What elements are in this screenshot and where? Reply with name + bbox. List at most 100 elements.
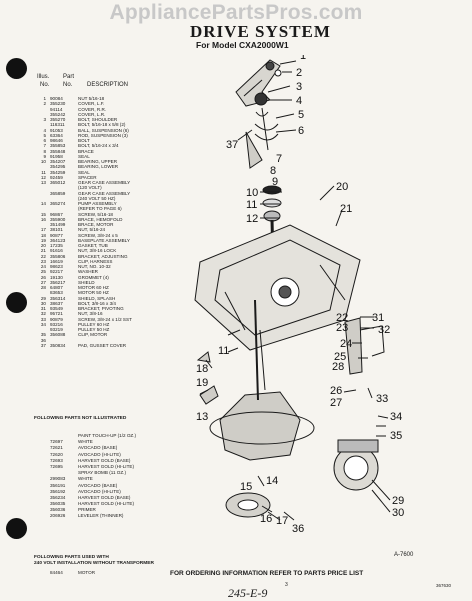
motor-description: MOTOR [78, 570, 96, 575]
callout-2: 2 [296, 67, 302, 79]
part-description: NUT 5/16-18 [78, 96, 105, 101]
illus-number: 29 [40, 295, 46, 301]
binder-hole-top [6, 58, 27, 79]
callout-20: 20 [336, 181, 348, 193]
paint-part-number: 299083 [50, 476, 66, 482]
part-description: PULLEY 50 HZ [78, 327, 110, 332]
paint-part-number: 356192 [50, 488, 66, 494]
illus-number: 30 [40, 300, 46, 306]
part-description: GASKET, TUB [78, 243, 108, 248]
part-description: MOTOR 60 HZ [78, 285, 109, 290]
col-part-line1: Part [63, 74, 75, 80]
gear-case-shape [219, 391, 301, 461]
part-number: 92217 [50, 269, 63, 275]
callout-33: 33 [376, 393, 388, 405]
part-description: SHIELD [78, 279, 95, 285]
part-number: 17235 [50, 243, 63, 248]
illus-number: 33 [40, 316, 46, 322]
part-description: MOTOR 50 HZ [78, 290, 109, 296]
part-description: CLIP, MOTOR [78, 332, 108, 338]
illus-number: 4 [43, 127, 46, 133]
callout-6: 6 [298, 125, 304, 137]
part-number: 92459 [50, 174, 63, 180]
parts-row: 36 [36, 338, 196, 343]
paint-part-number: 206926 [50, 513, 66, 519]
illus-number: 13 [40, 180, 46, 185]
callout-17: 17 [276, 515, 288, 527]
exploded-parts-diagram: 1 2 3 4 5 6 37 7 8 9 10 11 12 20 21 22 2… [194, 55, 404, 535]
paint-part-number: 356035 [50, 501, 66, 507]
illus-number: 9 [43, 153, 46, 159]
parts-row: 20 17235 GASKET, TUB [36, 243, 196, 248]
illus-number: 23 [40, 258, 46, 264]
part-number: 95721 [50, 311, 63, 317]
part-number: 355806 [50, 253, 66, 259]
paint-description: PAINT TOUCH-UP (1/2 OZ.) [78, 433, 137, 438]
part-number: 98646 [50, 138, 63, 143]
parts-row: (240 VOLT 50 HZ) [36, 196, 196, 201]
illus-number: 14 [40, 201, 46, 206]
part-number: 354295 [50, 164, 66, 170]
callout-24: 24 [340, 338, 352, 350]
illus-number: 8 [43, 148, 46, 154]
part-number: 38637 [50, 300, 63, 306]
part-number: 38101 [50, 227, 63, 233]
parts-row: 93219 PULLEY 50 HZ [36, 327, 196, 332]
illus-number: 32 [40, 311, 46, 317]
callout-4: 4 [296, 95, 302, 107]
paint-part-number: 356234 [50, 494, 66, 500]
callout-34: 34 [390, 411, 402, 423]
part-description: BOLT, 5/16-24 x 3/4 [78, 143, 119, 149]
part-number: 91053 [50, 127, 63, 133]
part-number: 98623 [50, 264, 63, 269]
callout-12: 12 [246, 213, 258, 225]
callout-35: 35 [390, 430, 402, 442]
callout-7: 7 [276, 153, 282, 165]
part-description: PULLEY 60 HZ [78, 321, 110, 327]
paint-part-number: 356191 [50, 482, 66, 488]
callout-30: 30 [392, 507, 404, 519]
part-number: 355230 [50, 101, 66, 107]
part-number: 354259 [50, 169, 66, 175]
part-description: NUT, 5/16-24 [78, 227, 106, 233]
callout-22: 22 [336, 312, 348, 324]
illus-number: 24 [40, 264, 46, 269]
part-description: GEAR CASE ASSEMBLY [78, 190, 131, 196]
part-number: 355848 [50, 148, 66, 154]
part-number: 356088 [50, 332, 66, 338]
part-description: NUT, 3/8-16 LOCK [78, 248, 117, 254]
callout-11: 11 [246, 199, 257, 211]
section-not-illustrated: FOLLOWING PARTS NOT ILLUSTRATED [34, 416, 127, 421]
part-description: BALL, SUSPENSION (6) [78, 127, 129, 133]
part-number: 355242 [50, 111, 66, 117]
part-number: 93219 [50, 327, 63, 332]
illus-number: 20 [40, 243, 46, 248]
part-number: 93216 [50, 321, 63, 327]
document-code: 367630 [436, 583, 452, 588]
